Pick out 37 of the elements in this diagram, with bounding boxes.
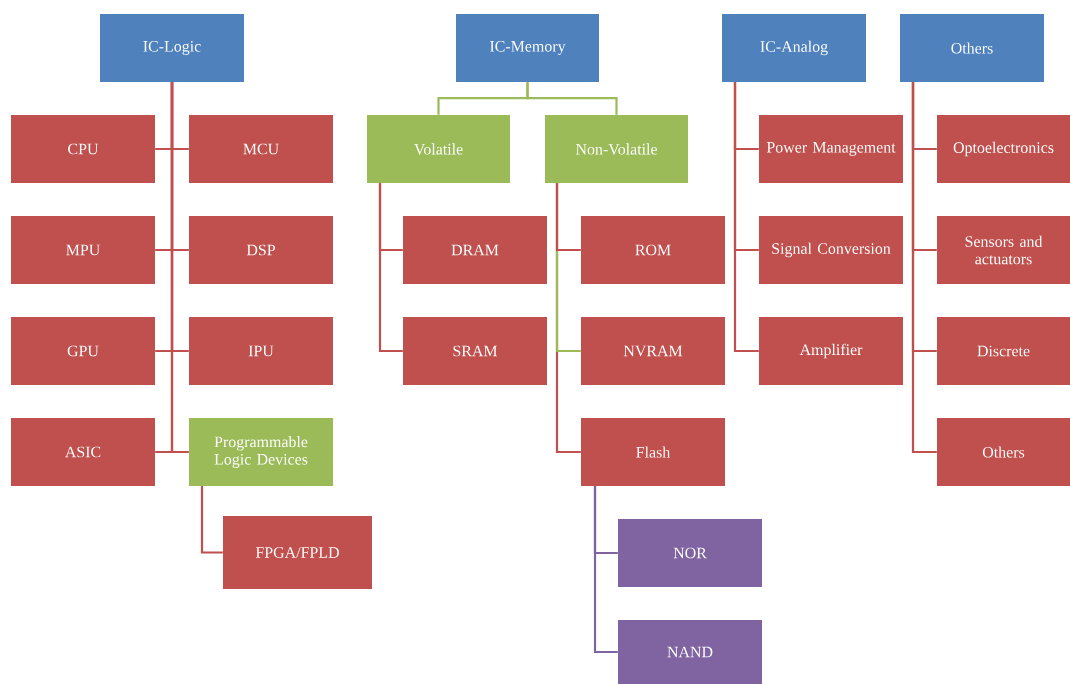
connector-line <box>170 82 189 454</box>
connector-line <box>378 183 403 353</box>
category-box: DRAM <box>403 216 547 284</box>
category-box: SRAM <box>403 317 547 385</box>
category-box: DSP <box>189 216 333 284</box>
connector-line <box>593 486 618 654</box>
category-box: Amplifier <box>759 317 903 385</box>
category-box: IC-Memory <box>456 14 599 82</box>
category-box: Programmable Logic Devices <box>189 418 333 486</box>
category-box: IPU <box>189 317 333 385</box>
category-box: Flash <box>581 418 725 486</box>
category-box: GPU <box>11 317 155 385</box>
category-box: NVRAM <box>581 317 725 385</box>
category-box: IC-Analog <box>722 14 866 82</box>
connector-line <box>911 82 937 454</box>
category-box: FPGA/FPLD <box>223 516 372 589</box>
category-box: NOR <box>618 519 762 587</box>
category-box: CPU <box>11 115 155 183</box>
category-box: MCU <box>189 115 333 183</box>
category-box: Non-Volatile <box>545 115 688 183</box>
category-box: ROM <box>581 216 725 284</box>
category-box: ASIC <box>11 418 155 486</box>
connector-line <box>200 486 223 554</box>
connector-line <box>733 82 759 353</box>
category-box: Signal Conversion <box>759 216 903 284</box>
category-box: NAND <box>618 620 762 684</box>
category-box: Volatile <box>367 115 510 183</box>
category-box: Sensors and actuators <box>937 216 1070 284</box>
category-box: Power Management <box>759 115 903 183</box>
connector-line <box>526 82 618 115</box>
category-box: Optoelectronics <box>937 115 1070 183</box>
connector-line <box>555 183 581 252</box>
category-box: Others <box>937 418 1070 486</box>
category-box: MPU <box>11 216 155 284</box>
category-box: Discrete <box>937 317 1070 385</box>
category-box: IC-Logic <box>100 14 244 82</box>
category-box: Others <box>900 14 1044 82</box>
